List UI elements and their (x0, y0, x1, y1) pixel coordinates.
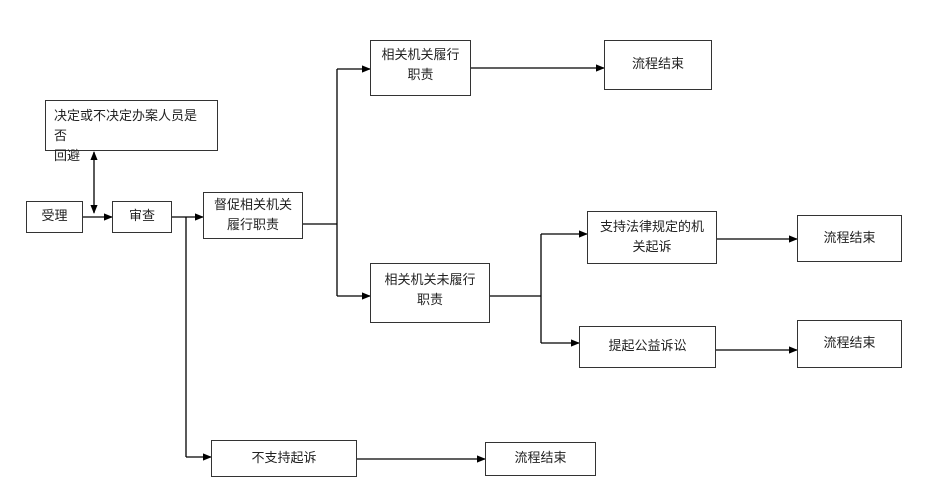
node-public-interest-label: 提起公益诉讼 (608, 339, 687, 354)
node-accept: 受理 (26, 201, 83, 233)
node-recusal-line1: 决定或不决定办案人员是否 (54, 109, 198, 144)
node-support-lawsuit-line2: 关起诉 (632, 240, 672, 255)
node-support-lawsuit: 支持法律规定的机 关起诉 (587, 211, 717, 264)
node-no-support-label: 不支持起诉 (251, 450, 317, 466)
node-support-lawsuit-line1: 支持法律规定的机 (599, 220, 704, 235)
node-end-4: 流程结束 (485, 442, 596, 476)
node-not-performed-line2: 职责 (416, 293, 443, 308)
node-performed: 相关机关履行 职责 (370, 40, 471, 96)
node-supervise-line1: 督促相关机关 (213, 198, 292, 213)
node-not-performed: 相关机关未履行 职责 (370, 263, 490, 323)
node-end-3: 流程结束 (797, 320, 902, 368)
node-supervise-line2: 履行职责 (226, 218, 279, 233)
node-not-performed-line1: 相关机关未履行 (384, 273, 476, 288)
node-no-support: 不支持起诉 (211, 440, 357, 477)
node-public-interest: 提起公益诉讼 (579, 326, 716, 368)
node-recusal: 决定或不决定办案人员是否 回避 (45, 100, 218, 164)
node-accept-label: 受理 (41, 209, 68, 224)
node-review: 审查 (112, 201, 172, 233)
node-end-2-label: 流程结束 (823, 230, 876, 246)
node-end-2: 流程结束 (797, 215, 902, 262)
node-supervise: 督促相关机关 履行职责 (203, 192, 303, 239)
node-end-3-label: 流程结束 (823, 336, 876, 351)
node-recusal-line2: 回避 (54, 149, 81, 164)
node-end-4-label: 流程结束 (514, 451, 567, 466)
node-review-label: 审查 (128, 209, 155, 224)
node-end-1-label: 流程结束 (631, 57, 684, 72)
node-performed-line2: 职责 (407, 68, 434, 83)
node-performed-line1: 相关机关履行 (381, 48, 460, 63)
node-end-1: 流程结束 (604, 40, 712, 90)
